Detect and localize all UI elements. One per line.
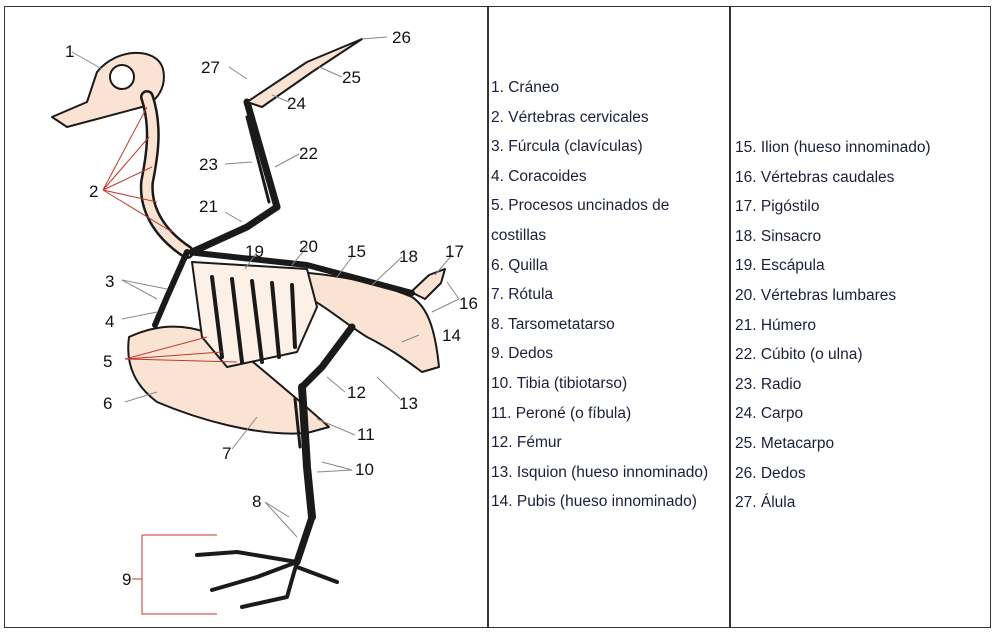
callout-8: 8 <box>252 492 261 511</box>
femur <box>298 323 356 391</box>
callout-19: 19 <box>245 242 264 261</box>
radius <box>245 115 271 204</box>
legend-item-18: 18. Sinsacro <box>735 227 822 245</box>
callout-20: 20 <box>299 237 318 256</box>
callout-17: 17 <box>445 242 464 261</box>
callout-27: 27 <box>201 58 220 77</box>
legend-item-23: 23. Radio <box>735 375 802 393</box>
legend-item-17: 17. Pigóstilo <box>735 198 820 216</box>
callout-24: 24 <box>287 94 306 113</box>
legend-item-16: 16. Vértebras caudales <box>735 168 895 186</box>
callout-7: 7 <box>222 444 231 463</box>
humerus <box>188 203 281 256</box>
callout-22: 22 <box>299 144 318 163</box>
callout-9: 9 <box>122 570 131 589</box>
callout-23: 23 <box>199 155 218 174</box>
tibia <box>298 383 316 521</box>
callout-21: 21 <box>199 197 218 216</box>
legend-item-14: 14. Pubis (hueso innominado) <box>491 493 697 511</box>
legend-item-10: 10. Tibia (tibiotarso) <box>491 374 628 392</box>
callout-14: 14 <box>442 326 461 345</box>
legend-item-9: 9. Dedos <box>491 345 554 363</box>
legend-item-12: 12. Fémur <box>491 434 562 452</box>
furcula <box>152 249 190 328</box>
toes <box>195 550 339 609</box>
callout-15: 15 <box>347 242 366 261</box>
callout-6: 6 <box>103 394 112 413</box>
fibula <box>293 397 302 449</box>
callout-11: 11 <box>357 425 375 444</box>
callout-10: 10 <box>355 460 374 479</box>
legend-item-13: 13. Isquion (hueso innominado) <box>491 463 709 481</box>
tarsometatarsus <box>293 513 316 566</box>
callout-18: 18 <box>399 247 418 266</box>
callout-13: 13 <box>399 394 418 413</box>
tail-bone <box>410 268 446 300</box>
legend-item-4: 4. Coracoides <box>491 167 587 185</box>
callout-26: 26 <box>392 28 411 47</box>
legend-item-2: 2. Vértebras cervicales <box>491 108 649 126</box>
column-divider-1 <box>487 7 489 627</box>
legend-item-1: 1. Cráneo <box>491 79 560 96</box>
legend-item-27: 27. Álula <box>735 494 796 512</box>
legend-item-11: 11. Peroné (o fíbula) <box>491 404 632 422</box>
legend-item-26: 26. Dedos <box>735 464 806 482</box>
figure-frame: 1 2 3 4 5 6 7 8 9 10 11 12 13 14 15 16 1… <box>4 6 991 628</box>
legend-item-21: 21. Húmero <box>735 316 816 334</box>
legend-item-20: 20. Vértebras lumbares <box>735 286 897 304</box>
callout-3: 3 <box>105 272 114 291</box>
legend-item-8: 8. Tarsometatarso <box>491 315 615 333</box>
legend-item-19: 19. Escápula <box>735 257 825 275</box>
callout-4: 4 <box>105 312 114 331</box>
legend-item-25: 25. Metacarpo <box>735 434 835 452</box>
legend-item-15: 15. Ilion (hueso innominado) <box>735 139 931 156</box>
spine <box>184 249 415 296</box>
legend-item-7: 7. Rótula <box>491 286 554 304</box>
legend-item-24: 24. Carpo <box>735 405 804 423</box>
callout-2: 2 <box>89 182 98 201</box>
callout-5: 5 <box>103 352 112 371</box>
ulna <box>243 98 281 211</box>
skull-bone <box>51 51 165 128</box>
callout-25: 25 <box>342 68 361 87</box>
callout-12: 12 <box>347 383 366 402</box>
wing-hand <box>246 38 363 108</box>
bird-skeleton-diagram: 1 2 3 4 5 6 7 8 9 10 11 12 13 14 15 16 1… <box>51 28 478 615</box>
legend-item-22: 22. Cúbito (o ulna) <box>735 346 863 364</box>
callout-1: 1 <box>65 42 74 61</box>
legend-item-6: 6. Quilla <box>491 256 548 274</box>
legend-item-3: 3. Fúrcula (clavículas) <box>491 138 643 156</box>
legend-column-2: 15. Ilion (hueso innominado) 16. Vértebr… <box>735 133 989 518</box>
legend-column-1: 1. Cráneo 2. Vértebras cervicales 3. Fúr… <box>491 73 727 517</box>
column-divider-2 <box>729 7 731 627</box>
legend-item-5: 5. Procesos uncinados de costillas <box>491 197 670 244</box>
callout-16: 16 <box>459 294 478 313</box>
